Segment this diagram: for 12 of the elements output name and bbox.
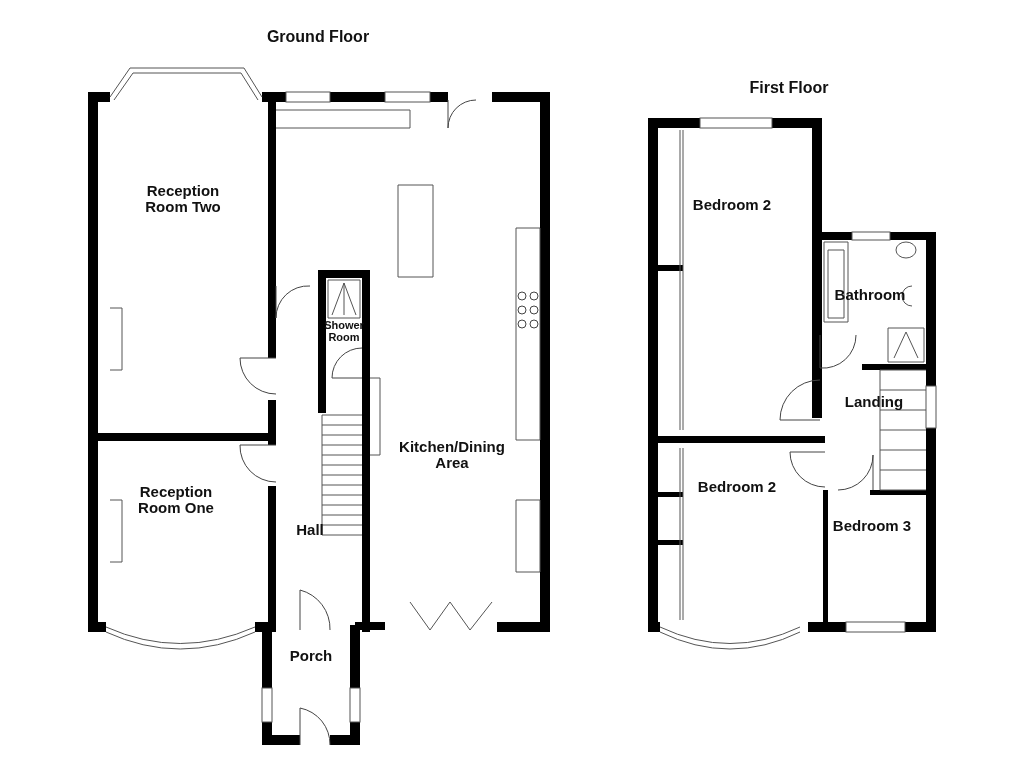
room-label: Bedroom 2 [687, 479, 787, 495]
room-label: Porch [281, 648, 341, 664]
room-label: Bedroom 2 [682, 197, 782, 213]
floor-heading: First Floor [749, 80, 829, 96]
floor-heading: Ground Floor [266, 29, 370, 45]
room-label: Hall [280, 522, 340, 538]
room-label: Reception Room One [131, 484, 221, 516]
room-label: Kitchen/Dining Area [389, 439, 515, 471]
room-label: Bedroom 3 [827, 518, 917, 534]
room-label: Landing [834, 394, 914, 410]
room-label: Bathroom [820, 287, 920, 303]
room-label: Reception Room Two [138, 183, 228, 215]
